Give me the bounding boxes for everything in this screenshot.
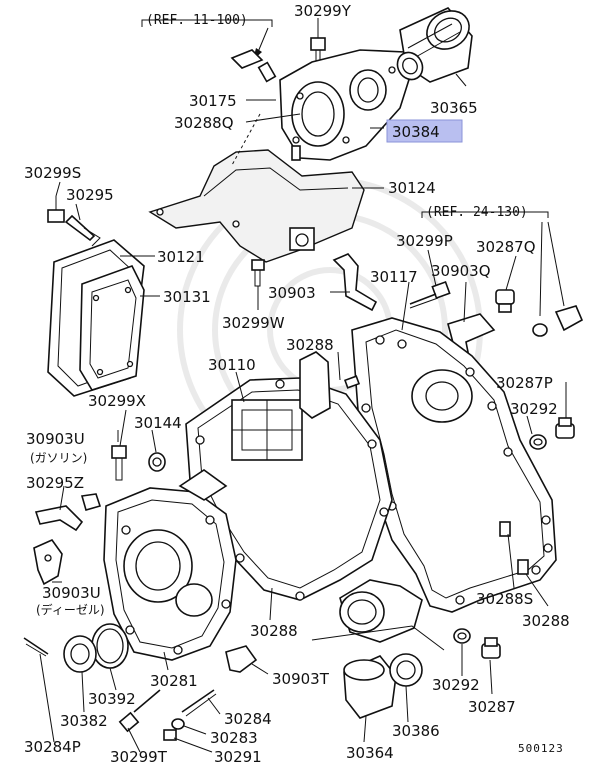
label-30284[interactable]: 30284 [224, 710, 272, 728]
note-diesel: (ディーゼル) [36, 602, 105, 617]
washer-30292-bottom [453, 628, 471, 644]
washer-30292-right [529, 434, 547, 450]
label-30288S[interactable]: 30288S [476, 590, 533, 608]
diagram-code: 500123 [518, 742, 564, 755]
label-30903T[interactable]: 30903T [272, 670, 330, 688]
label-30291[interactable]: 30291 [214, 748, 262, 766]
label-30903Q[interactable]: 30903Q [431, 262, 491, 280]
dust-cover-30364 [343, 655, 397, 719]
ref-top-arrow [141, 19, 273, 60]
label-30284P[interactable]: 30284P [24, 738, 81, 756]
label-30283[interactable]: 30283 [210, 729, 258, 747]
cover-30124 [148, 113, 365, 263]
lever-30295 [64, 214, 101, 247]
ref-right-bracket [421, 211, 565, 317]
bolt-30299X [111, 445, 127, 481]
bracket-30903U-diesel [33, 539, 63, 586]
label-30287[interactable]: 30287 [468, 698, 516, 716]
label-30121[interactable]: 30121 [157, 248, 205, 266]
label-30292-bottom[interactable]: 30292 [432, 676, 480, 694]
label-30903[interactable]: 30903 [268, 284, 316, 302]
label-30365[interactable]: 30365 [430, 99, 478, 117]
label-30144[interactable]: 30144 [134, 414, 182, 432]
leader-lines [39, 18, 567, 753]
label-30287Q[interactable]: 30287Q [476, 238, 536, 256]
label-30386[interactable]: 30386 [392, 722, 440, 740]
stud-30284P [23, 637, 49, 657]
plug-30287 [481, 637, 501, 659]
ref-label-top: (REF. 11-100) [146, 13, 248, 28]
nut-30291 [163, 729, 177, 741]
seal-30382 [63, 635, 97, 673]
extension-housing-30175 [279, 49, 413, 161]
seal-30386 [389, 653, 423, 687]
label-30299Y[interactable]: 30299Y [294, 2, 352, 20]
pin-part [230, 49, 277, 83]
label-30299X[interactable]: 30299X [88, 392, 146, 410]
label-30288-top[interactable]: 30288 [286, 336, 334, 354]
label-30299T[interactable]: 30299T [110, 748, 168, 766]
label-30131[interactable]: 30131 [163, 288, 211, 306]
label-30364[interactable]: 30364 [346, 744, 394, 762]
label-30903U-diesel[interactable]: 30903U [42, 584, 101, 602]
bolt-30299P [409, 280, 451, 309]
bracket-30295Z [34, 493, 102, 532]
label-30287P[interactable]: 30287P [496, 374, 553, 392]
ref-right-parts [532, 305, 584, 337]
stud-30284 [181, 689, 217, 717]
ring-30392 [91, 623, 129, 669]
part-labels: (REF. 11-100) 30299Y 30175 30288Q 30365 … [24, 2, 570, 766]
label-30299P[interactable]: 30299P [396, 232, 453, 250]
label-30295[interactable]: 30295 [66, 186, 114, 204]
plug-30287P [555, 417, 575, 439]
label-30288-right[interactable]: 30288 [522, 612, 570, 630]
label-30117[interactable]: 30117 [370, 268, 418, 286]
case-30110 [185, 351, 393, 601]
label-30110[interactable]: 30110 [208, 356, 256, 374]
front-case-30281 [103, 469, 237, 661]
bracket-30903T [225, 645, 258, 673]
label-30299W[interactable]: 30299W [222, 314, 285, 332]
ref-label-right: (REF. 24-130) [426, 205, 528, 220]
label-30392[interactable]: 30392 [88, 690, 136, 708]
plug-30287Q [495, 289, 515, 313]
highlight-30384-box [386, 119, 463, 143]
bolt-30299T [118, 689, 161, 733]
transfer-case-30117 [351, 317, 557, 613]
label-30288-mid[interactable]: 30288 [250, 622, 298, 640]
oil-seal-30384 [396, 51, 424, 81]
label-30175[interactable]: 30175 [189, 92, 237, 110]
output-housing [339, 579, 423, 643]
label-30382[interactable]: 30382 [60, 712, 108, 730]
label-30384[interactable]: 30384 [392, 123, 440, 141]
label-30124[interactable]: 30124 [388, 179, 436, 197]
bracket-30903 [332, 253, 378, 312]
label-30292-right[interactable]: 30292 [510, 400, 558, 418]
label-30295Z[interactable]: 30295Z [26, 474, 84, 492]
label-30281[interactable]: 30281 [150, 672, 198, 690]
washer-30283 [171, 718, 185, 730]
plug-30299S [47, 196, 65, 223]
label-30288Q[interactable]: 30288Q [174, 114, 234, 132]
bolt-30299W [251, 259, 265, 287]
washer-30144 [148, 452, 166, 472]
label-30903U-gasoline[interactable]: 30903U [26, 430, 85, 448]
label-30299S[interactable]: 30299S [24, 164, 81, 182]
note-gasoline: (ガソリン) [30, 451, 87, 465]
plate-30131 [79, 265, 145, 391]
